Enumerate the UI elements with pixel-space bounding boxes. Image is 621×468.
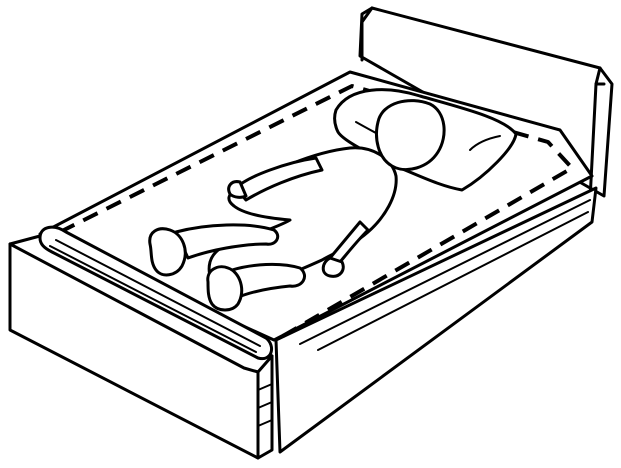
bed-illustration — [0, 0, 621, 463]
bed-drawing — [0, 0, 621, 463]
